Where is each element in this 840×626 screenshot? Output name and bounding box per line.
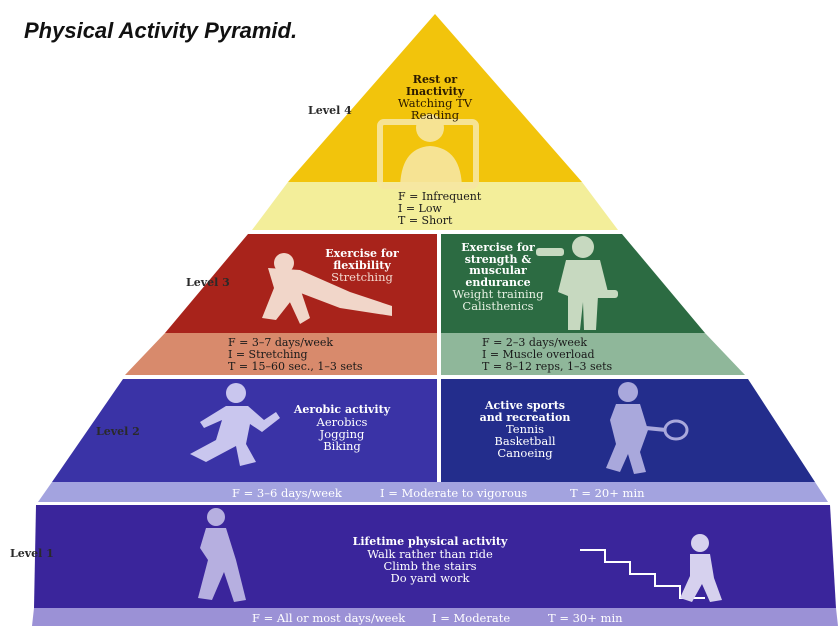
diagram-title: Physical Activity Pyramid. xyxy=(24,18,298,43)
level4-heading-2: Inactivity xyxy=(405,84,465,98)
level4-fit: F = Infrequent I = Low T = Short xyxy=(398,190,482,228)
level1-item-3: Do yard work xyxy=(390,570,470,585)
level3-right-heading-1: Exercise for xyxy=(461,241,535,254)
level3-right-text: Exercise for strength & muscular enduran… xyxy=(442,242,554,312)
stair-climber-icon xyxy=(580,534,722,602)
level3-right-heading-3: muscular xyxy=(469,264,527,278)
walker-icon xyxy=(198,508,246,602)
level2-right-item-1: Tennis xyxy=(506,422,544,437)
level4-label: Level 4 xyxy=(308,104,352,117)
level2-fit: F = 3–6 days/week I = Moderate to vigoro… xyxy=(0,486,840,500)
level3-right-fit: F = 2–3 days/week I = Muscle overload T … xyxy=(482,336,613,374)
level1-text: Lifetime physical activity Walk rather t… xyxy=(340,536,520,584)
level1-intensity: I = Moderate xyxy=(432,611,511,625)
level2-right-heading-1: Active sports xyxy=(484,399,565,412)
level1-fit: F = All or most days/week I = Moderate T… xyxy=(0,611,840,625)
tennis-player-icon xyxy=(606,382,689,474)
level1-heading-1: Lifetime physical activity xyxy=(352,535,508,548)
level1-time: T = 30+ min xyxy=(548,611,623,625)
level2-left-item-1: Aerobics xyxy=(316,414,368,429)
level3-left-heading-1: Exercise for xyxy=(325,247,399,260)
level4-item-2: Reading xyxy=(410,108,460,123)
level4-frequency: F = Infrequent xyxy=(398,190,482,203)
level2-right-item-2: Basketball xyxy=(494,434,556,449)
level3-right-item-1: Weight training xyxy=(452,287,544,302)
level4-top-tier xyxy=(288,14,582,182)
level2-right-item-3: Canoeing xyxy=(497,446,553,461)
level2-frequency: F = 3–6 days/week xyxy=(232,486,342,500)
level2-left-text: Aerobic activity Aerobics Jogging Biking xyxy=(282,404,402,452)
level3-right-item-2: Calisthenics xyxy=(462,299,534,314)
level2-fit-band xyxy=(38,482,828,502)
level3-left-fit-band xyxy=(125,333,437,375)
stretching-person-icon xyxy=(262,253,392,324)
runner-icon xyxy=(190,383,280,466)
level4-text: Rest or Inactivity Watching TV Reading xyxy=(385,74,485,121)
level3-right-fit-band xyxy=(441,333,745,375)
level2-label: Level 2 xyxy=(96,425,140,438)
level2-time: T = 20+ min xyxy=(570,486,645,500)
level1-item-2: Climb the stairs xyxy=(383,558,477,573)
level4-item-1: Watching TV xyxy=(397,96,473,111)
level1-fit-band xyxy=(32,608,838,626)
level2-left-item-3: Biking xyxy=(323,438,361,453)
level3-left-time: T = 15–60 sec., 1–3 sets xyxy=(228,360,363,374)
level3-right-heading-4: endurance xyxy=(465,275,531,289)
level4-heading-1: Rest or xyxy=(412,73,458,86)
level3-left-frequency: F = 3–7 days/week xyxy=(228,336,334,349)
level3-left-text: Exercise for flexibility Stretching xyxy=(302,248,422,283)
level2-intensity: I = Moderate to vigorous xyxy=(380,486,528,500)
level1-label: Level 1 xyxy=(10,547,54,560)
level1-frequency: F = All or most days/week xyxy=(252,611,406,625)
level2-left-heading-1: Aerobic activity xyxy=(293,403,391,416)
weightlifter-icon xyxy=(536,236,618,330)
level3-left-fit: F = 3–7 days/week I = Stretching T = 15–… xyxy=(228,336,363,374)
level3-right-time: T = 8–12 reps, 1–3 sets xyxy=(482,360,613,374)
level3-left-heading-2: flexibility xyxy=(333,258,391,272)
level4-time: T = Short xyxy=(398,214,453,228)
level3-left-intensity: I = Stretching xyxy=(228,348,308,362)
level2-right-heading-2: and recreation xyxy=(479,410,571,424)
level2-left-item-2: Jogging xyxy=(319,426,365,441)
level2-right-text: Active sports and recreation Tennis Bask… xyxy=(466,400,584,459)
level4-intensity: I = Low xyxy=(398,202,442,216)
level3-label: Level 3 xyxy=(186,276,230,289)
tv-watcher-icon xyxy=(377,114,479,190)
level3-left-item-1: Stretching xyxy=(331,270,393,285)
level1-item-1: Walk rather than ride xyxy=(367,546,493,561)
level3-right-frequency: F = 2–3 days/week xyxy=(482,336,588,349)
level3-right-heading-2: strength & xyxy=(464,252,532,266)
level4-fit-band xyxy=(252,182,618,230)
level3-right-intensity: I = Muscle overload xyxy=(482,348,595,362)
